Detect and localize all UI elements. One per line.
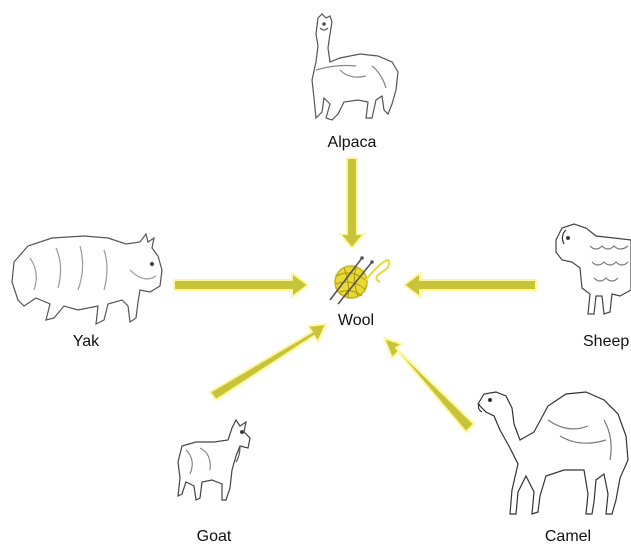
arrow-sheep-to-wool xyxy=(404,273,536,297)
arrow-goat-to-wool xyxy=(210,324,326,400)
alpaca-icon xyxy=(312,14,398,120)
arrow-alpaca-to-wool xyxy=(340,158,364,248)
sheep-icon xyxy=(556,224,631,314)
alpaca-label: Alpaca xyxy=(328,134,377,151)
wool-label: Wool xyxy=(338,312,374,329)
arrow-camel-to-wool xyxy=(384,338,474,432)
yak-icon xyxy=(12,234,162,324)
sheep-label: Sheep xyxy=(583,333,629,350)
arrow-yak-to-wool xyxy=(174,273,308,297)
camel-icon xyxy=(478,392,628,514)
camel-label: Camel xyxy=(545,528,591,544)
goat-label: Goat xyxy=(197,528,232,544)
yak-label: Yak xyxy=(73,333,100,350)
goat-icon xyxy=(178,420,250,500)
yarn-ball-icon xyxy=(330,256,389,304)
